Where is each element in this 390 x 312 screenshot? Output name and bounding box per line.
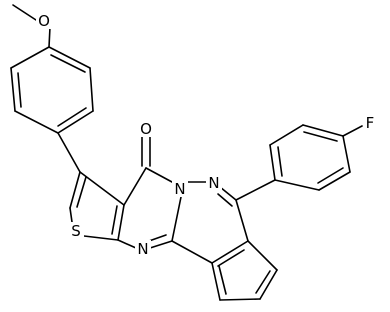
bond-fp-6 — [274, 179, 320, 191]
bond-n-lower-c7a — [117, 239, 137, 249]
bond-o-aryl — [48, 26, 51, 48]
carbonyl-oxygen-label: O — [140, 120, 152, 138]
bond-c4-n5 — [145, 167, 173, 183]
bond-fp-3 — [302, 124, 344, 137]
bond-bz-3 — [219, 298, 261, 301]
bond-bz-1 — [247, 240, 278, 271]
thiophene-sulfur-atom: S — [69, 222, 84, 240]
bond-mp-3 — [57, 110, 94, 134]
bond-fp-5 — [318, 171, 351, 191]
bond-bz-4 — [211, 262, 221, 301]
bond-mp-3-inner — [57, 107, 87, 127]
bond-mp-5 — [10, 67, 16, 112]
bond-c7-fluorophenyl — [235, 179, 276, 201]
atom-label-layer: O O F N N N S — [36, 12, 378, 258]
bond-th-c7a-c3a-inner — [111, 205, 118, 235]
bond-mp-5-inner — [17, 72, 22, 108]
bond-th-c3a-c3 — [79, 171, 125, 206]
fluorine-atom: F — [363, 114, 378, 132]
bond-c5a-n-lower-inner — [148, 234, 167, 242]
bond-bz-4-inner — [218, 265, 227, 295]
bond-c7a-c11a — [211, 240, 249, 264]
bond-th-s-c7a — [83, 235, 119, 241]
bond-mp-4 — [14, 110, 59, 134]
bond-th-c3-c2 — [69, 171, 81, 209]
bond-fp-f — [342, 125, 363, 137]
fusion-nitrogen-label: N — [174, 180, 185, 198]
bond-c11a-c11b — [171, 240, 213, 264]
lower-nitrogen-atom: N — [135, 240, 151, 258]
bond-layer — [10, 4, 363, 301]
bond-mp-1-inner — [50, 54, 86, 73]
thiophene-sulfur-label: S — [71, 222, 81, 240]
bond-c7-c7a — [235, 199, 249, 242]
fusion-nitrogen-atom: N — [172, 180, 188, 198]
bond-th-c2-s — [69, 207, 73, 223]
bond-bz-2 — [259, 269, 278, 300]
bond-th-c3-c2-inner — [76, 176, 87, 208]
pyridazine-nitrogen-atom: N — [206, 174, 222, 192]
bond-n5-c5a — [171, 196, 182, 242]
bond-fp-1 — [269, 144, 276, 181]
bond-n6-c7-a — [219, 186, 237, 201]
pyridazine-nitrogen-label: N — [208, 174, 219, 192]
bond-fp-3-inner — [303, 131, 338, 142]
bond-fp-1-inner — [277, 146, 283, 177]
bond-fp-4 — [342, 135, 351, 173]
bond-fp-2 — [269, 124, 304, 146]
bond-c3a-c4 — [123, 167, 147, 206]
methoxy-oxygen-label: O — [38, 12, 50, 30]
bond-mp-6 — [10, 46, 50, 69]
methoxy-oxygen-atom: O — [36, 12, 52, 30]
bond-fp-5-inner — [317, 167, 344, 184]
bond-bz-2-inner — [255, 270, 271, 294]
bond-methyl-o — [12, 4, 37, 21]
bond-c5a-n-lower — [149, 240, 173, 249]
lower-nitrogen-label: N — [137, 240, 148, 258]
bond-bz-5-inner — [217, 249, 245, 267]
bond-n6-c7-b — [217, 193, 233, 207]
fluorine-label: F — [366, 114, 375, 132]
bond-mp-1 — [48, 46, 91, 69]
bond-mp-thiophene — [57, 132, 81, 173]
carbonyl-oxygen-atom: O — [138, 120, 154, 138]
bond-th-c7a-c3a — [117, 204, 125, 241]
bond-mp-2 — [89, 67, 94, 112]
